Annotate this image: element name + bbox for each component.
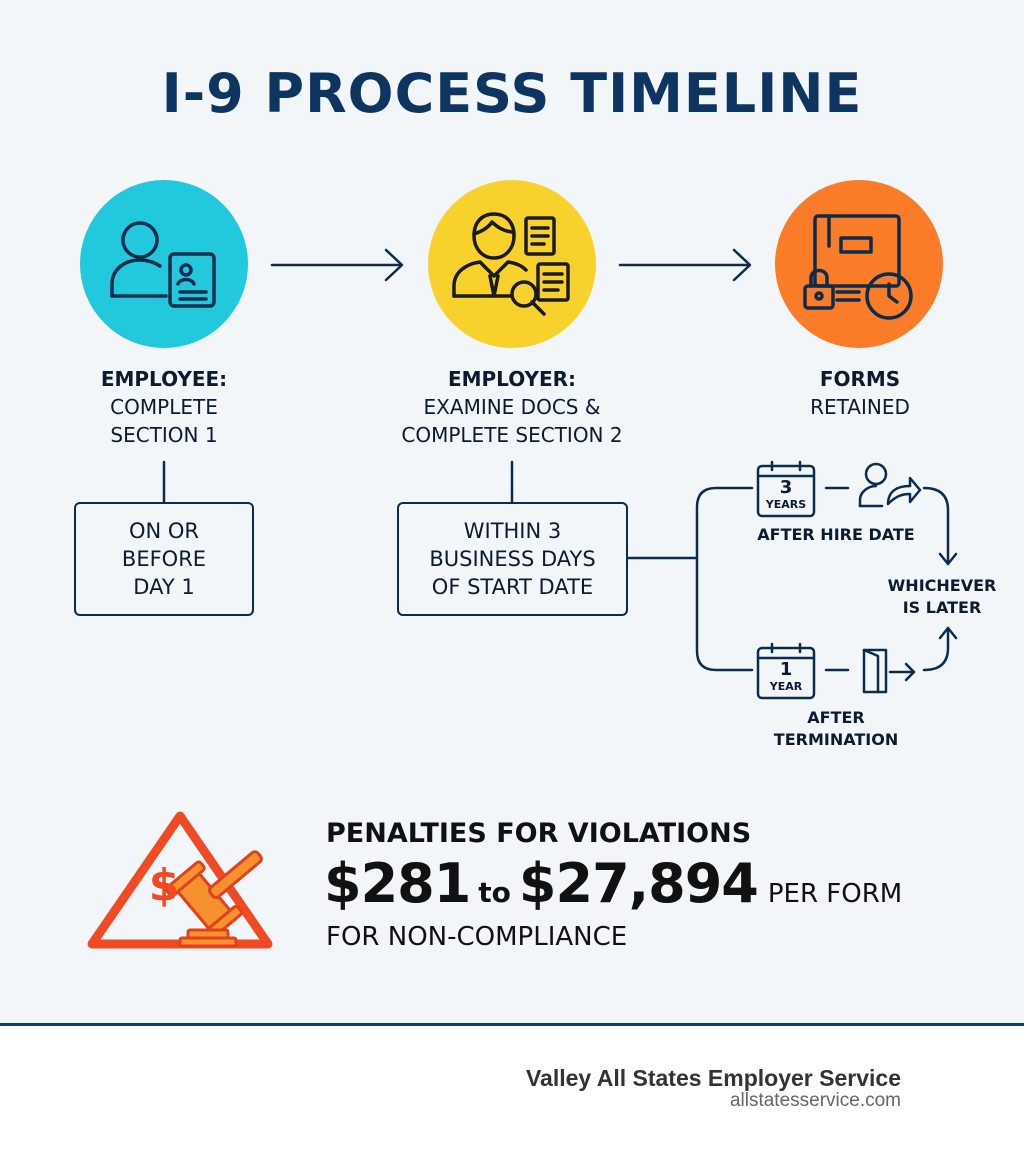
deadline-line: DAY 1 (133, 575, 195, 599)
penalty-max: $27,894 (518, 852, 759, 915)
step-line: SECTION 1 (110, 423, 218, 447)
employer-circle (428, 180, 596, 348)
page-title: I-9 PROCESS TIMELINE (161, 62, 863, 125)
penalty-per: PER FORM (767, 879, 903, 909)
locked-archive-clock-icon (803, 214, 913, 320)
step-line: COMPLETE (110, 395, 218, 419)
step-forms-text: FORMS RETAINED (730, 365, 990, 421)
result-line: IS LATER (902, 598, 982, 617)
label-line: TERMINATION (773, 730, 899, 749)
deadline-line: ON OR (128, 519, 200, 543)
penalty-to: to (478, 876, 511, 909)
retention-option2-label: AFTER TERMINATION (730, 707, 942, 751)
step-employer-text: EMPLOYER: EXAMINE DOCS & COMPLETE SECTIO… (362, 365, 662, 449)
retention-result: WHICHEVER IS LATER (878, 575, 1006, 619)
deadline-line: BUSINESS DAYS (429, 547, 596, 571)
step-line: COMPLETE SECTION 2 (401, 423, 623, 447)
penalty-min: $281 (324, 852, 471, 915)
exit-door-icon (862, 648, 916, 694)
retention-option1-label: AFTER HIRE DATE (757, 525, 915, 544)
calendar-icon: 3 YEARS (756, 460, 816, 518)
step-heading: EMPLOYEE: (100, 367, 228, 391)
employer-inspect-icon (452, 212, 570, 316)
deadline-line: BEFORE (121, 547, 207, 571)
step-line: RETAINED (810, 395, 910, 419)
deadline-box-employee: ON OR BEFORE DAY 1 (74, 502, 254, 616)
step-heading: FORMS (819, 367, 901, 391)
step-heading: EMPLOYER: (447, 367, 577, 391)
person-share-icon (858, 462, 922, 508)
step-line: EXAMINE DOCS & (423, 395, 601, 419)
penalty-sub: FOR NON-COMPLIANCE (326, 922, 628, 952)
calendar-number: 3 (779, 477, 793, 498)
forms-retained-circle (775, 180, 943, 348)
dollar-symbol: $ (148, 860, 180, 911)
result-line: WHICHEVER (887, 576, 997, 595)
penalty-heading: PENALTIES FOR VIOLATIONS (326, 818, 752, 849)
step-employee-text: EMPLOYEE: COMPLETE SECTION 1 (30, 365, 298, 449)
employee-circle (80, 180, 248, 348)
deadline-box-employer: WITHIN 3 BUSINESS DAYS OF START DATE (397, 502, 628, 616)
website-link[interactable]: allstatesservice.com (729, 1090, 901, 1111)
deadline-line: OF START DATE (431, 575, 594, 599)
label-line: AFTER (807, 708, 865, 727)
calendar-unit: YEAR (769, 680, 803, 693)
employee-document-icon (110, 221, 216, 308)
penalty-warning-icon: $ (84, 806, 284, 952)
company-name: Valley All States Employer Service (525, 1065, 901, 1091)
deadline-line: WITHIN 3 (463, 519, 562, 543)
calendar-number: 1 (779, 659, 793, 680)
calendar-icon: 1 YEAR (756, 642, 816, 700)
footer (0, 1023, 1024, 1157)
calendar-unit: YEARS (765, 498, 807, 511)
